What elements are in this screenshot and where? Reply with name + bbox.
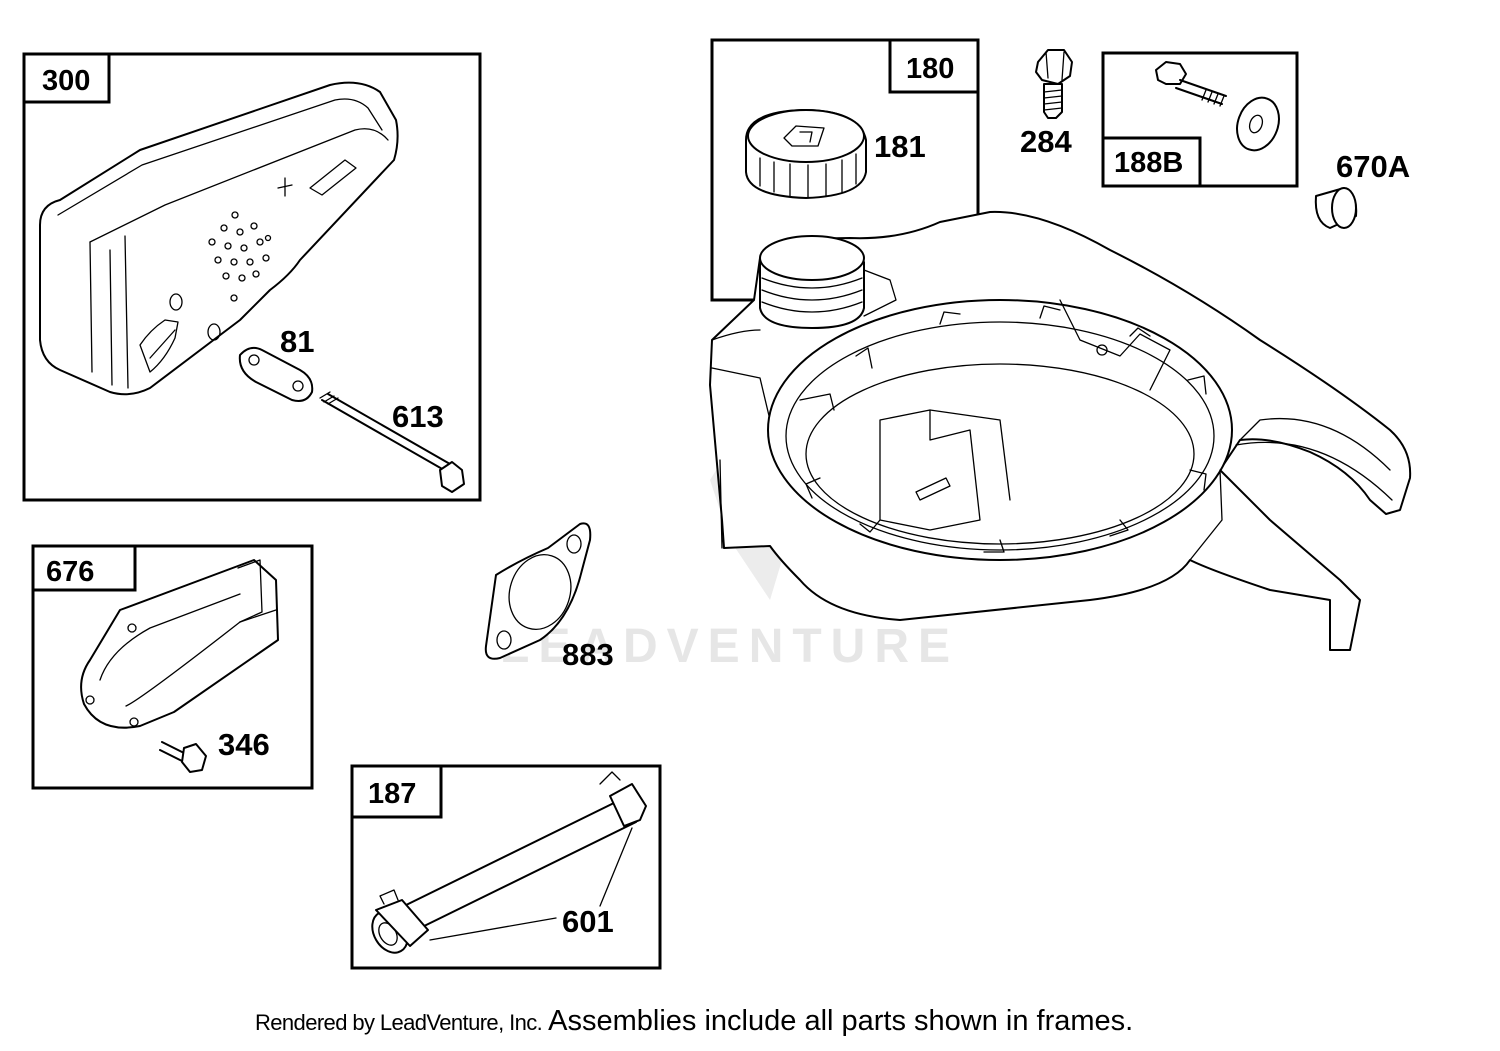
frame-label-180: 180 — [906, 53, 954, 85]
lockwasher-part[interactable] — [238, 346, 314, 402]
deflector-screw-part[interactable] — [159, 741, 207, 773]
hot-surface-warning-icon — [139, 319, 179, 373]
watermark-text: LEADVENTURE — [500, 620, 959, 673]
shoulder-bolt-part[interactable] — [1155, 61, 1227, 107]
footer: Rendered by LeadVenture, Inc.Assemblies … — [255, 1005, 1133, 1038]
callout-346: 346 — [218, 727, 270, 762]
render-credit: Rendered by LeadVenture, Inc. — [255, 1010, 543, 1035]
callout-883: 883 — [562, 637, 614, 672]
callout-601: 601 — [562, 904, 614, 939]
gasket-part[interactable] — [484, 522, 592, 660]
frame-deflector-assembly[interactable]: 676 346 — [31, 544, 314, 790]
frame-bolt-assembly[interactable]: 188B — [1101, 51, 1299, 188]
frame-label-188b: 188B — [1114, 147, 1183, 179]
callout-284: 284 — [1020, 124, 1072, 159]
assembly-note: Assemblies include all parts shown in fr… — [548, 1005, 1134, 1037]
washer-part[interactable] — [1230, 92, 1286, 156]
callout-81: 81 — [280, 324, 314, 359]
frame-muffler-assembly[interactable]: 300 — [22, 52, 482, 502]
callout-181: 181 — [874, 129, 926, 164]
frame-label-300: 300 — [42, 65, 90, 97]
clamp-leader-lines — [429, 827, 633, 941]
screw-part[interactable] — [319, 391, 465, 493]
frame-tube-assembly[interactable]: 187 601 — [350, 764, 662, 970]
callout-613: 613 — [392, 399, 444, 434]
frame-label-676: 676 — [46, 556, 94, 588]
fuel-line-tube-part[interactable] — [365, 771, 647, 959]
deflector-part[interactable] — [80, 559, 279, 729]
frame-fuel-tank-cap-assembly[interactable]: 180 181 — [710, 38, 980, 302]
fuel-cap-part[interactable] — [745, 109, 867, 199]
spacer-part[interactable] — [1314, 187, 1358, 229]
muffler-vent-holes — [169, 211, 272, 341]
frame-label-187: 187 — [368, 778, 416, 810]
bolt-part[interactable] — [1035, 49, 1073, 119]
muffler-part[interactable] — [39, 81, 399, 396]
fuel-tank-housing-part[interactable] — [709, 210, 1412, 651]
callout-670a: 670A — [1336, 149, 1410, 184]
filler-neck — [759, 235, 897, 329]
